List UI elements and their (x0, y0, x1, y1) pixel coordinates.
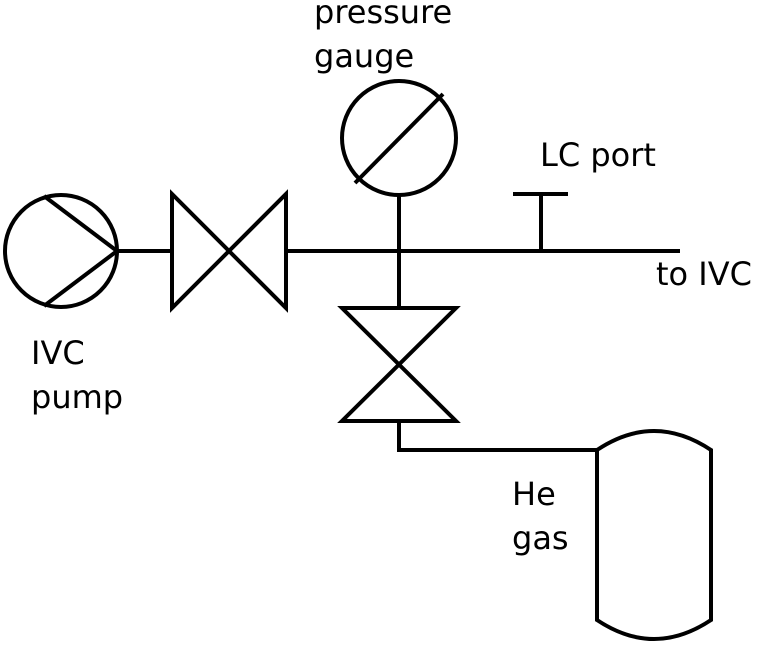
he-gas-label-line-1: He (512, 475, 556, 513)
lc-port-label: LC port (540, 136, 656, 174)
he-gas-cylinder-symbol (595, 429, 713, 641)
he-gas-label: He gas (512, 472, 569, 560)
he-gas-line (397, 421, 597, 452)
he-gas-label-line-2: gas (512, 519, 569, 557)
ivc-pump-label-line-2: pump (31, 378, 124, 416)
ivc-pump-symbol (3, 193, 119, 309)
pressure-gauge-label-line-1: pressure (314, 0, 453, 31)
lc-port-symbol (513, 192, 568, 251)
he-gas-valve-symbol (337, 306, 461, 423)
pressure-gauge-symbol (340, 79, 458, 251)
ivc-pump-label-line-1: IVC (31, 334, 85, 372)
pressure-gauge-label-line-2: gauge (314, 37, 415, 75)
pressure-gauge-label: pressure gauge (314, 0, 452, 78)
pump-valve-symbol (170, 189, 288, 313)
ivc-pump-label: IVC pump (31, 331, 123, 419)
to-ivc-label: to IVC (656, 255, 752, 293)
